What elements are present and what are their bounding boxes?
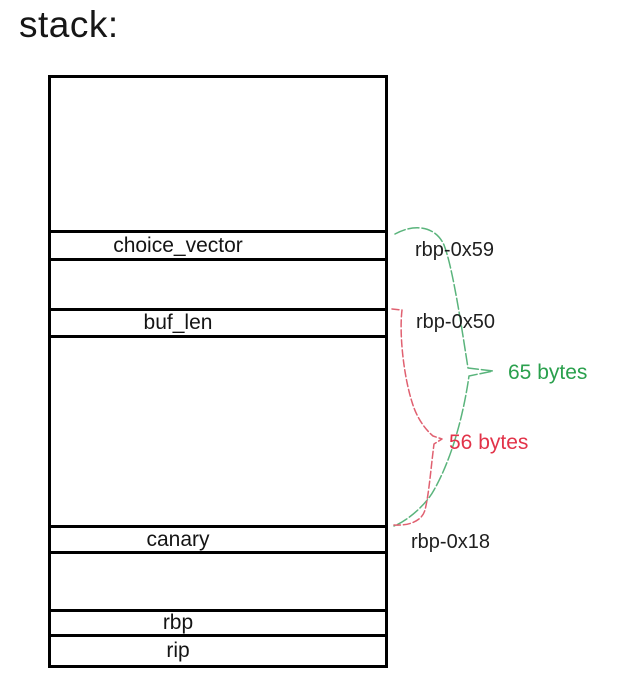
stack-box: choice_vector buf_len canary rbp rip <box>48 75 388 668</box>
diagram-title: stack: <box>19 4 119 45</box>
row-label-choice-vector: choice_vector <box>113 233 243 257</box>
brace-overlay <box>391 227 494 527</box>
stack-row-choice-vector: choice_vector <box>51 230 385 261</box>
row-label-canary: canary <box>146 527 210 551</box>
stack-row-buf-len: buf_len <box>51 308 385 338</box>
stack-row-canary: canary <box>51 525 385 554</box>
green-brace <box>393 227 494 527</box>
annotation-56-bytes: 56 bytes <box>449 431 529 454</box>
offset-label-rbp-0x50: rbp-0x50 <box>416 311 495 333</box>
stack-row-rip: rip <box>51 637 385 665</box>
offset-label-rbp-0x59: rbp-0x59 <box>415 239 494 261</box>
red-brace <box>391 308 443 526</box>
stack-row-rbp: rbp <box>51 609 385 637</box>
offset-label-rbp-0x18: rbp-0x18 <box>411 531 490 553</box>
row-label-buf-len: buf_len <box>143 311 213 334</box>
row-label-rbp: rbp <box>162 611 194 634</box>
row-label-rip: rip <box>166 639 190 662</box>
annotation-65-bytes: 65 bytes <box>508 361 588 384</box>
